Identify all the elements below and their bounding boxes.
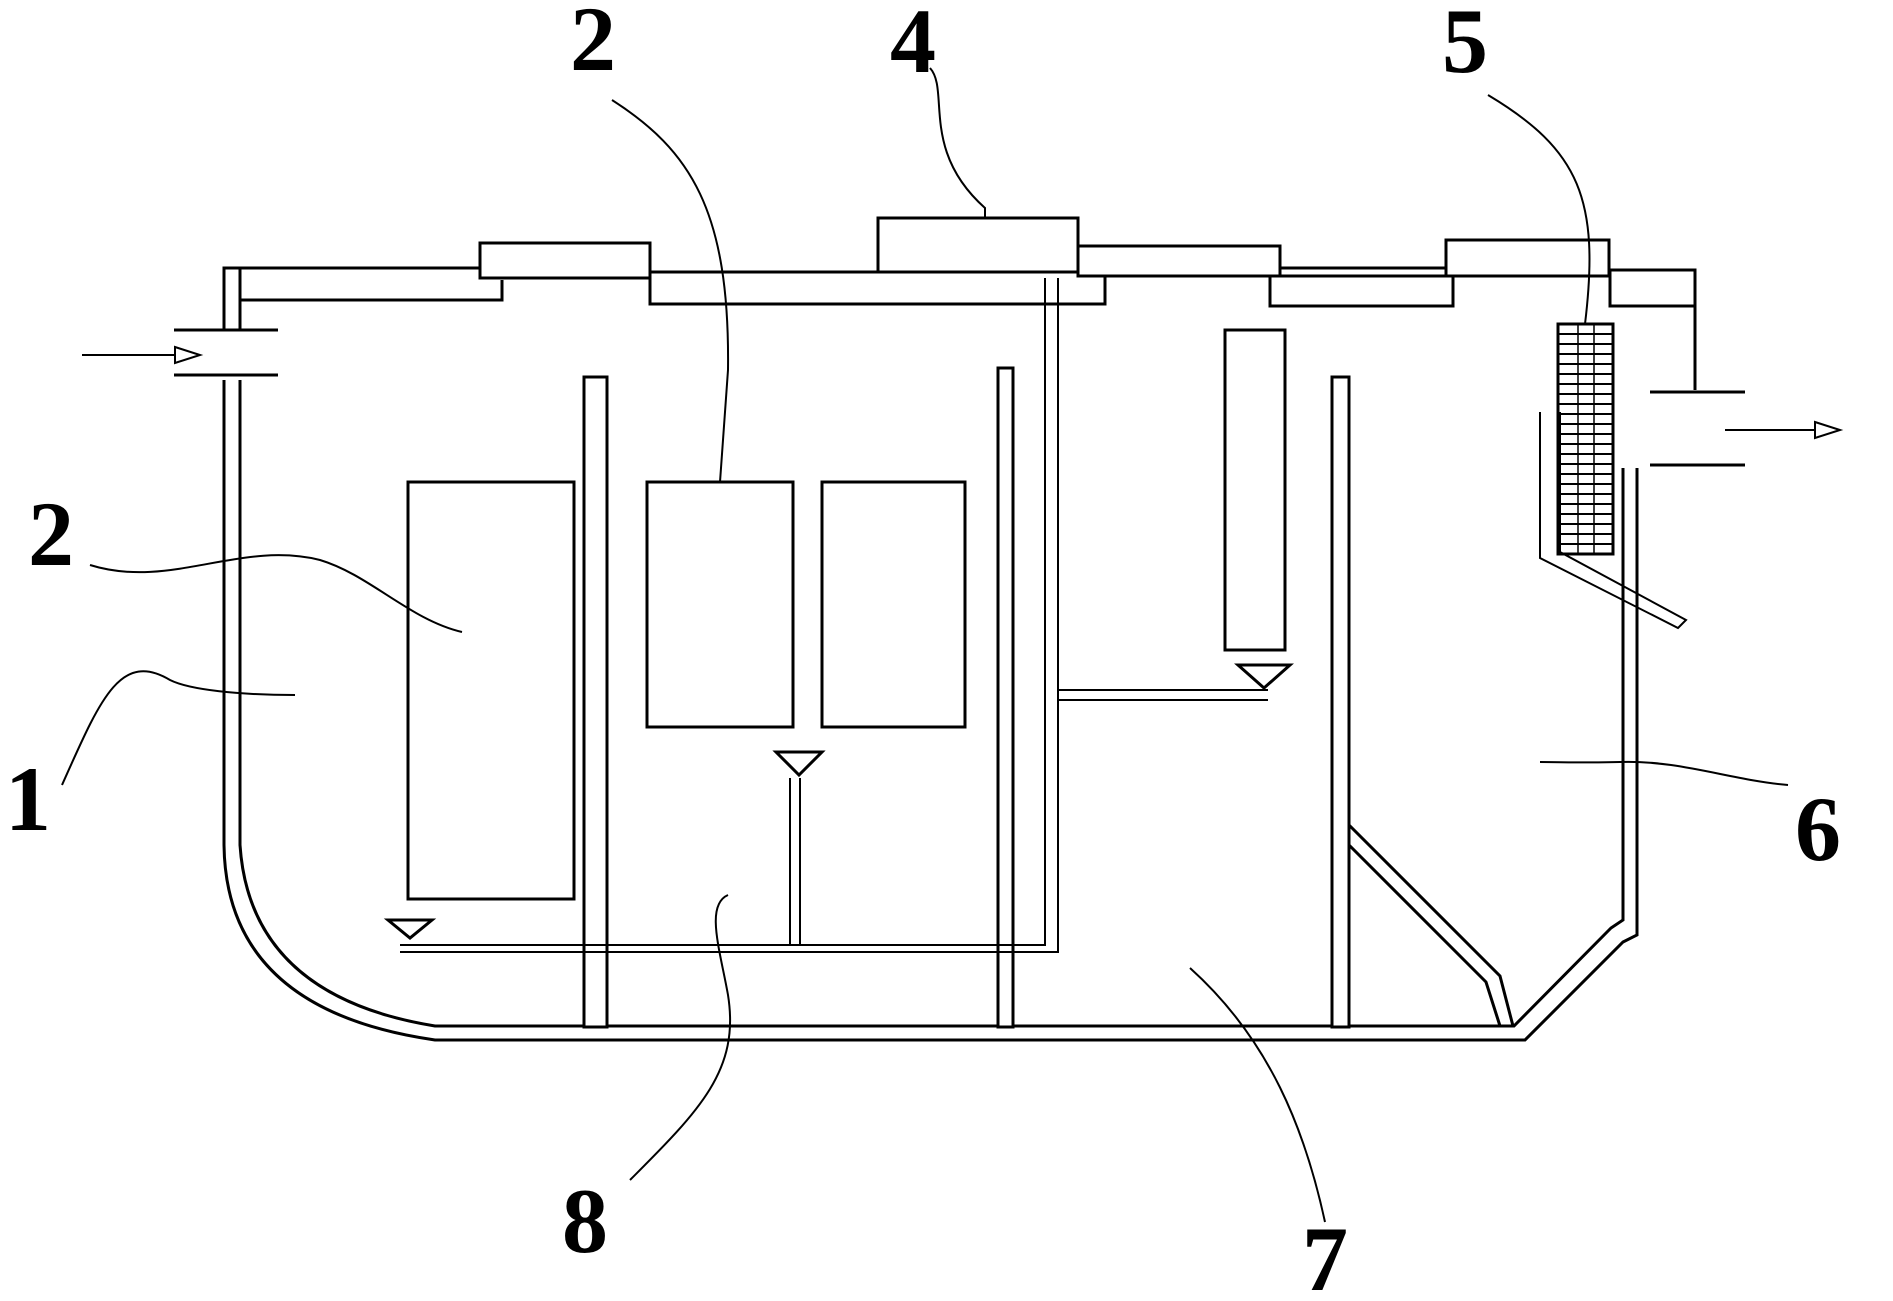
media-blocks bbox=[406, 328, 1287, 901]
outlet-filter bbox=[1539, 322, 1688, 630]
tank-outer-wall bbox=[222, 380, 1639, 1042]
label-2-top: 2 bbox=[570, 0, 616, 90]
partition-3 bbox=[1330, 375, 1351, 1029]
equipment-box-4 bbox=[876, 216, 1080, 274]
diffuser-icon bbox=[772, 750, 826, 778]
hatch-5 bbox=[1444, 238, 1611, 278]
label-2-left: 2 bbox=[28, 483, 74, 585]
hatch-6 bbox=[1608, 268, 1697, 308]
partition-1 bbox=[582, 375, 609, 1029]
leader-lines bbox=[61, 67, 1789, 1223]
filter-media-5 bbox=[1556, 322, 1615, 556]
media-block-left bbox=[406, 480, 576, 901]
label-7: 7 bbox=[1302, 1208, 1348, 1301]
diffuser-icon bbox=[383, 918, 437, 940]
hatch-1 bbox=[478, 241, 652, 280]
diffuser-icon bbox=[1234, 663, 1294, 691]
part-labels: 1 2 2 4 5 6 7 8 bbox=[5, 0, 1841, 1301]
outlet-arrow-icon bbox=[1814, 420, 1844, 440]
partition-walls bbox=[582, 366, 1515, 1029]
label-4: 4 bbox=[890, 0, 936, 92]
media-block-middle-1 bbox=[645, 480, 795, 729]
settling-block bbox=[1223, 328, 1287, 652]
aeration-system bbox=[383, 278, 1294, 953]
filter-stripes bbox=[1558, 324, 1613, 554]
label-6: 6 bbox=[1795, 778, 1841, 880]
hatch-4 bbox=[1268, 274, 1455, 308]
label-5: 5 bbox=[1442, 0, 1488, 92]
inlet-pipe bbox=[82, 266, 278, 377]
top-cover bbox=[224, 216, 1697, 308]
hatch-2 bbox=[648, 270, 1107, 306]
label-8: 8 bbox=[562, 1170, 608, 1272]
partition-2 bbox=[996, 366, 1015, 1029]
label-1: 1 bbox=[5, 748, 51, 850]
media-block-middle-2 bbox=[820, 480, 967, 729]
hatch-3 bbox=[1076, 244, 1282, 278]
inlet-arrow-icon bbox=[174, 345, 204, 365]
